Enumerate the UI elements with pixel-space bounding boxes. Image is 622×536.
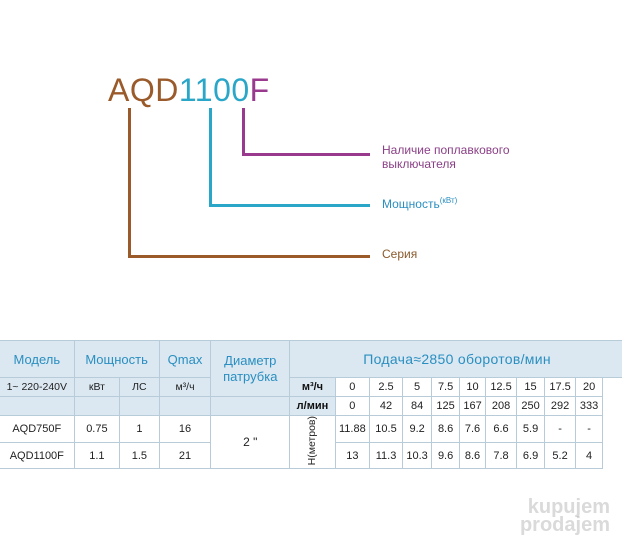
unit-qmax-cell: м³/ч — [158, 377, 212, 397]
hp-cell: 1.5 — [119, 441, 160, 470]
flow-m3h-cell: 5 — [402, 377, 433, 397]
head-cell: 8.6 — [459, 441, 486, 470]
series-label: Серия — [382, 247, 418, 261]
head-label: Н(метров) — [306, 416, 319, 466]
flow-m3h-cell: 20 — [575, 377, 604, 397]
head-cell: 4 — [575, 441, 604, 470]
col-model-header: Модель — [0, 340, 75, 378]
head-label-cell: Н(метров) — [289, 414, 336, 470]
flow-m3h-cell: 12.5 — [484, 377, 518, 397]
diameter-cell: 2 " — [210, 414, 291, 470]
unit-hp-cell: ЛС — [119, 377, 160, 397]
kw-cell: 1.1 — [73, 441, 121, 470]
head-cell: 8.6 — [431, 415, 461, 443]
head-cell: 11.88 — [334, 415, 370, 443]
flow-lmin-cell: 125 — [431, 396, 461, 416]
series-connector-vertical — [128, 108, 131, 258]
col-power-header: Мощность — [73, 340, 160, 378]
head-cell: - — [575, 415, 604, 443]
power-label: Мощность(кВт) — [382, 196, 458, 212]
blank-cell — [73, 396, 121, 416]
flow-m3h-cell: 15 — [516, 377, 546, 397]
qmax-cell: 21 — [158, 441, 212, 470]
kw-cell: 0.75 — [73, 415, 121, 443]
code-series: AQD — [108, 72, 179, 108]
head-cell: 5.9 — [516, 415, 546, 443]
flow-lmin-cell: 0 — [334, 396, 370, 416]
flow-m3h-row: 1~ 220-240V кВт ЛС м³/ч м³/ч 0 2.5 5 7.5… — [0, 377, 622, 397]
head-cell: 13 — [334, 441, 370, 470]
head-cell: 6.6 — [484, 415, 518, 443]
qmax-cell: 16 — [158, 415, 212, 443]
head-cell: 7.8 — [484, 441, 518, 470]
flow-m3h-cell: 17.5 — [544, 377, 577, 397]
flow-lmin-row: л/мин 0 42 84 125 167 208 250 292 333 — [0, 396, 622, 416]
float-connector-vertical — [242, 108, 245, 156]
flow-lmin-cell: 333 — [575, 396, 604, 416]
flow-lmin-cell: 250 — [516, 396, 546, 416]
blank-cell — [158, 396, 212, 416]
power-connector-horizontal — [209, 204, 370, 207]
table-row: AQD750F 0.75 1 16 2 " Н(метров) 11.88 10… — [0, 414, 622, 470]
col-flow-header: Подача≈2850 оборотов/мин — [289, 340, 622, 378]
flow-m3h-cell: 0 — [334, 377, 370, 397]
watermark-logo: kupujem prodajem — [519, 496, 610, 536]
flow-m3h-cell: 10 — [459, 377, 486, 397]
col-qmax-header: Qmax — [158, 340, 212, 378]
blank-cell — [0, 396, 75, 416]
head-cell: 10.5 — [368, 415, 404, 443]
flow-lmin-cell: 84 — [402, 396, 433, 416]
flow-unit-m3h: м³/ч — [289, 377, 336, 397]
head-cell: 11.3 — [368, 441, 404, 470]
series-connector-horizontal — [128, 255, 370, 258]
model-code: AQD1100F — [108, 72, 270, 109]
flow-lmin-cell: 167 — [459, 396, 486, 416]
model-cell: AQD750F — [0, 415, 75, 443]
hp-cell: 1 — [119, 415, 160, 443]
code-power: 1100 — [178, 72, 250, 108]
power-connector-vertical — [209, 108, 212, 207]
flow-lmin-cell: 208 — [484, 396, 518, 416]
voltage-cell: 1~ 220-240V — [0, 377, 75, 397]
float-connector-horizontal — [242, 153, 370, 156]
head-cell: 9.6 — [431, 441, 461, 470]
code-float: F — [249, 72, 270, 108]
head-cell: - — [544, 415, 577, 443]
head-cell: 7.6 — [459, 415, 486, 443]
flow-m3h-cell: 7.5 — [431, 377, 461, 397]
flow-m3h-cell: 2.5 — [368, 377, 404, 397]
blank-cell — [119, 396, 160, 416]
table-row: AQD1100F 1.1 1.5 21 13 11.3 10.3 9.6 8.6… — [0, 441, 622, 470]
head-cell: 10.3 — [402, 441, 433, 470]
flow-lmin-cell: 292 — [544, 396, 577, 416]
head-cell: 5.2 — [544, 441, 577, 470]
model-cell: AQD1100F — [0, 441, 75, 470]
blank-cell — [210, 396, 291, 416]
unit-kw-cell: кВт — [73, 377, 121, 397]
flow-unit-lmin: л/мин — [289, 396, 336, 416]
head-cell: 6.9 — [516, 441, 546, 470]
flow-lmin-cell: 42 — [368, 396, 404, 416]
float-switch-label: Наличие поплавкового выключателя — [382, 143, 510, 171]
head-cell: 9.2 — [402, 415, 433, 443]
